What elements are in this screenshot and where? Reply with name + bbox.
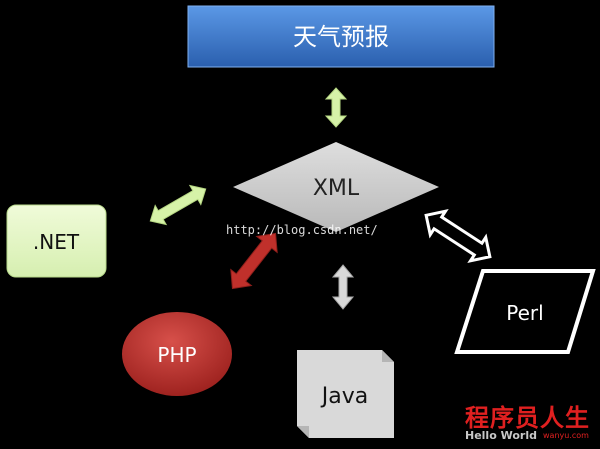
logo-title: 程序员人生 (465, 404, 590, 432)
double-arrow-icon (324, 87, 348, 128)
weather-forecast-label: 天气预报 (293, 23, 389, 51)
logo-subtitle: Hello World (465, 429, 537, 442)
dotnet-node: .NET (6, 204, 107, 278)
php-label: PHP (157, 343, 196, 367)
xml-label: XML (313, 176, 360, 201)
logo-url: wanyu.com (543, 431, 589, 440)
dotnet-label: .NET (33, 230, 80, 254)
site-logo: 程序员人生 Hello World wanyu.com (463, 398, 597, 446)
double-arrow-icon (230, 232, 278, 290)
perl-node: Perl (454, 269, 596, 354)
double-arrow-icon (424, 208, 492, 264)
java-label: Java (320, 384, 368, 409)
double-arrow-icon (331, 264, 355, 310)
weather-forecast-node: 天气预报 (187, 5, 495, 68)
perl-label: Perl (506, 301, 543, 325)
xml-node: XML (233, 142, 439, 232)
php-node: PHP (122, 312, 232, 396)
blog-url-watermark: http://blog.csdn.net/ (226, 223, 378, 237)
double-arrow-icon (149, 184, 207, 226)
java-node: Java (297, 350, 394, 438)
